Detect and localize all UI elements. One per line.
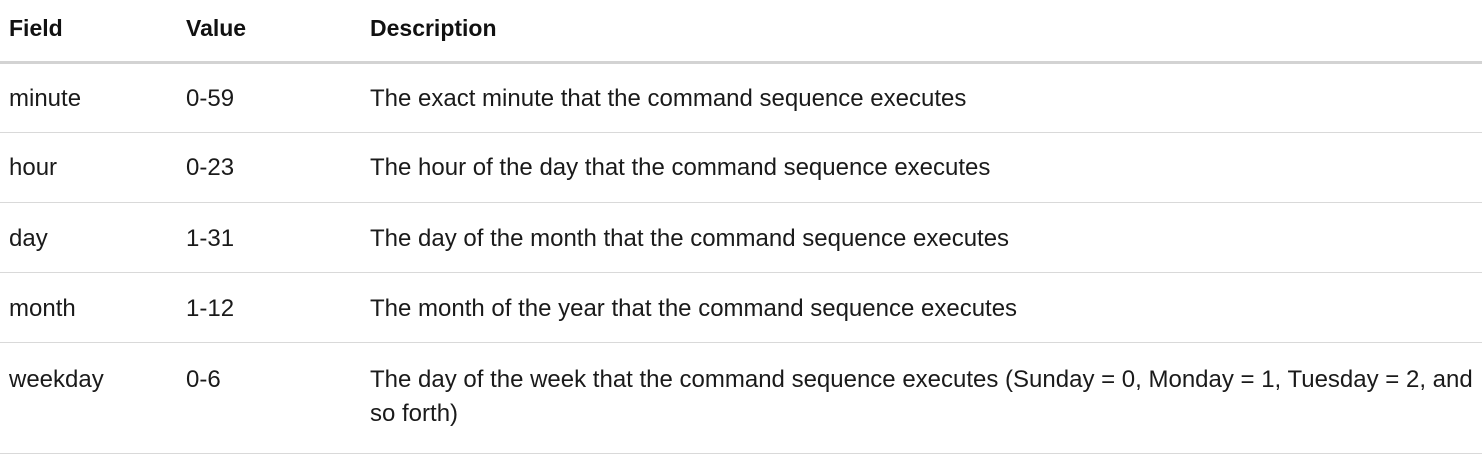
table-row: hour 0-23 The hour of the day that the c… [0, 133, 1482, 203]
value-cell: 1-31 [186, 225, 235, 252]
description-cell: The exact minute that the command sequen… [370, 85, 967, 112]
column-header-field: Field [9, 15, 63, 41]
field-cell: month [9, 295, 76, 322]
field-cell: weekday [9, 366, 104, 393]
value-cell: 0-23 [186, 154, 235, 181]
description-cell: The day of the month that the command se… [370, 225, 1010, 252]
table-row: day 1-31 The day of the month that the c… [0, 203, 1482, 273]
table-header-row: Field Value Description [0, 0, 1482, 64]
table-row: month 1-12 The month of the year that th… [0, 273, 1482, 343]
table-row: minute 0-59 The exact minute that the co… [0, 64, 1482, 133]
description-cell: The hour of the day that the command seq… [370, 154, 991, 181]
value-cell: 0-59 [186, 85, 235, 112]
field-cell: minute [9, 85, 82, 112]
field-cell: hour [9, 154, 58, 181]
description-cell: The month of the year that the command s… [370, 295, 1018, 322]
field-cell: day [9, 225, 48, 252]
value-cell: 1-12 [186, 295, 235, 322]
column-header-description: Description [370, 15, 497, 41]
column-header-value: Value [186, 15, 247, 41]
description-cell: The day of the week that the command seq… [370, 366, 1473, 427]
table-row: weekday 0-6 The day of the week that the… [0, 343, 1482, 454]
value-cell: 0-6 [186, 366, 221, 393]
